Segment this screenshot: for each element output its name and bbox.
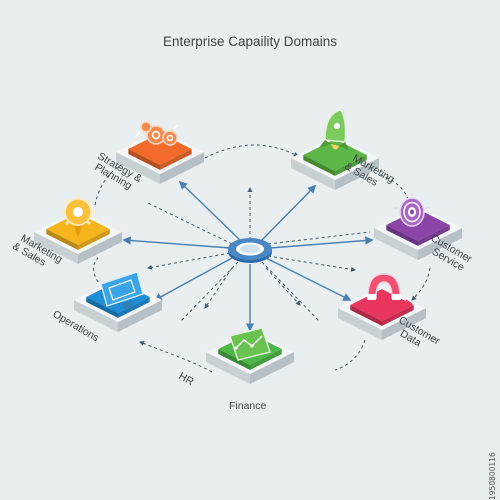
platform-right-side bbox=[160, 152, 204, 184]
tile-right-side bbox=[250, 349, 282, 370]
arrow-to-marketing-top bbox=[261, 184, 317, 241]
tile-top bbox=[303, 139, 367, 171]
platform-left-side bbox=[338, 308, 382, 340]
gears-icon bbox=[135, 121, 179, 146]
arrow-to-marketing-left bbox=[122, 236, 231, 249]
platform-right-side bbox=[118, 300, 162, 332]
dashed-finance-to-hr bbox=[139, 341, 213, 373]
tile-left-side bbox=[350, 305, 382, 326]
tile-left-side bbox=[303, 155, 335, 176]
magnet-icon bbox=[353, 273, 413, 307]
dashed-hub-down-left bbox=[204, 267, 233, 309]
dashed-ops-to-left bbox=[93, 257, 99, 283]
tile-right-side bbox=[118, 297, 150, 318]
chart-board-icon bbox=[229, 327, 271, 361]
dashed-hub-to-service bbox=[267, 231, 371, 245]
arrow-to-data bbox=[265, 257, 352, 301]
gear-pin-icon bbox=[61, 195, 95, 238]
tile-left-side bbox=[386, 225, 418, 246]
platform-left-side bbox=[74, 300, 118, 332]
tile-left-side bbox=[86, 297, 118, 318]
tile-left-side bbox=[46, 229, 78, 250]
platform-strategy bbox=[116, 130, 204, 184]
platform-left-side bbox=[206, 352, 250, 384]
label-finance: Finance bbox=[229, 400, 267, 412]
dashed-hub-to-ops bbox=[261, 261, 321, 323]
arrow-to-strategy bbox=[178, 180, 241, 241]
dashed-service-to-data bbox=[411, 267, 431, 301]
dashed-hub-to-data bbox=[267, 255, 356, 272]
tile-right-side bbox=[160, 149, 192, 170]
platform-right-side bbox=[335, 158, 379, 190]
hub bbox=[228, 238, 272, 263]
platform-marketing_top bbox=[291, 136, 379, 190]
tile-right-side bbox=[382, 305, 414, 326]
tile-right-side bbox=[78, 229, 110, 250]
solid-arrows bbox=[122, 180, 374, 332]
arrow-to-ops bbox=[153, 257, 233, 301]
dashed-hub-to-left bbox=[147, 252, 231, 270]
target-icon bbox=[394, 192, 430, 227]
dashed-hub-down-right bbox=[265, 267, 301, 306]
dashed-hub-to-strategy bbox=[147, 202, 233, 245]
label-hr: HR bbox=[177, 370, 196, 388]
platform-left-side bbox=[116, 152, 160, 184]
dashed-hub-to-hr bbox=[179, 261, 239, 323]
dashed-strategy-to-marketing bbox=[204, 144, 299, 159]
platform-right-side bbox=[78, 232, 122, 264]
tile-right-side bbox=[335, 155, 367, 176]
platform-right-side bbox=[418, 228, 462, 260]
dashed-data-to-finance bbox=[334, 339, 366, 371]
dashed-left-to-strategy bbox=[94, 157, 136, 206]
platform-left-side bbox=[374, 228, 418, 260]
monitor-icon bbox=[100, 271, 144, 310]
tile-left-side bbox=[128, 149, 160, 170]
platform-left-side bbox=[291, 158, 335, 190]
rocket-icon bbox=[319, 109, 349, 150]
stock-id-watermark: 1950800116 bbox=[488, 452, 497, 500]
platform-left-side bbox=[34, 232, 78, 264]
dashed-connectors bbox=[93, 144, 431, 373]
diagram-title: Enterprise Capaility Domains bbox=[162, 34, 338, 49]
tile-right-side bbox=[418, 225, 450, 246]
platform-right-side bbox=[250, 352, 294, 384]
platform-right-side bbox=[382, 308, 426, 340]
tile-left-side bbox=[218, 349, 250, 370]
icons bbox=[61, 109, 430, 361]
arrow-to-service bbox=[269, 236, 374, 249]
